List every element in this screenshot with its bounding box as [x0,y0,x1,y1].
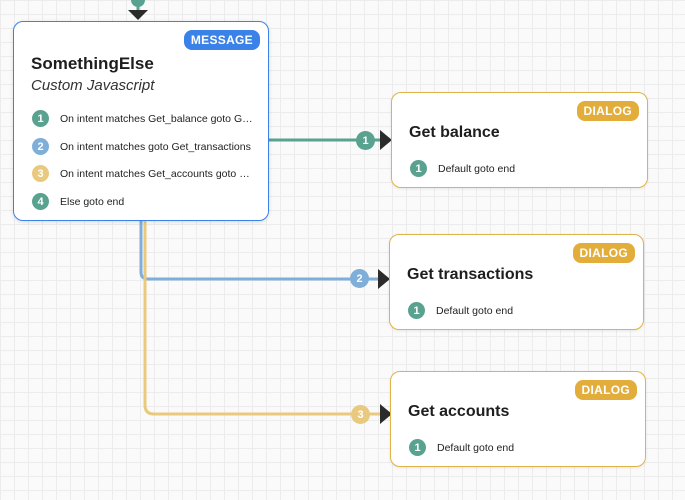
rule-number-3: 3 [32,165,49,182]
dialog-node-get-balance[interactable]: DIALOG Get balance 1 Default goto end [391,92,648,188]
rule-text-3: On intent matches Get_accounts goto Get_… [60,167,255,180]
dialog-node-get-transactions[interactable]: DIALOG Get transactions 1 Default goto e… [389,234,644,330]
rule-row-1[interactable]: 1 On intent matches Get_balance goto Get… [32,110,257,127]
rule-number-1: 1 [409,439,426,456]
rule-text-1: On intent matches Get_balance goto Get_b… [60,112,255,125]
rule-number-1: 1 [408,302,425,319]
rule-text-1: Default goto end [436,304,514,317]
edge-pin-3[interactable]: 3 [351,405,370,424]
node-title: Get transactions [407,266,534,283]
edge-to-get-transactions [139,221,378,281]
incoming-arrow [128,10,148,20]
rule-number-4: 4 [32,193,49,210]
rule-number-1: 1 [410,160,427,177]
rule-row-3[interactable]: 3 On intent matches Get_accounts goto Ge… [32,165,257,182]
message-node-somethingelse[interactable]: MESSAGE SomethingElse Custom Javascript … [13,21,269,221]
dialog-badge: DIALOG [574,380,637,400]
rule-text-4: Else goto end [60,195,125,208]
rule-row-1[interactable]: 1 Default goto end [408,302,633,319]
rule-row-1[interactable]: 1 Default goto end [409,439,634,456]
rule-row-1[interactable]: 1 Default goto end [410,160,635,177]
arrow-to-get-balance [380,130,392,150]
arrow-to-get-accounts [380,404,392,424]
rule-text-2: On intent matches goto Get_transactions [60,140,251,153]
edge-to-get-accounts [143,221,380,416]
rule-text-1: Default goto end [437,441,515,454]
node-title: Get accounts [408,403,510,420]
message-badge: MESSAGE [183,30,260,50]
dialog-badge: DIALOG [576,101,639,121]
node-title: Get balance [409,124,500,141]
dialog-node-get-accounts[interactable]: DIALOG Get accounts 1 Default goto end [390,371,646,467]
rule-number-1: 1 [32,110,49,127]
node-subtitle: Custom Javascript [31,77,155,94]
rule-text-1: Default goto end [438,162,516,175]
dialog-badge: DIALOG [572,243,635,263]
node-title: SomethingElse [31,54,154,73]
rule-row-4[interactable]: 4 Else goto end [32,193,257,210]
arrow-to-get-transactions [378,269,390,289]
edge-pin-2[interactable]: 2 [350,269,369,288]
edge-pin-1[interactable]: 1 [356,131,375,150]
rule-number-2: 2 [32,138,49,155]
rule-row-2[interactable]: 2 On intent matches goto Get_transaction… [32,138,257,155]
